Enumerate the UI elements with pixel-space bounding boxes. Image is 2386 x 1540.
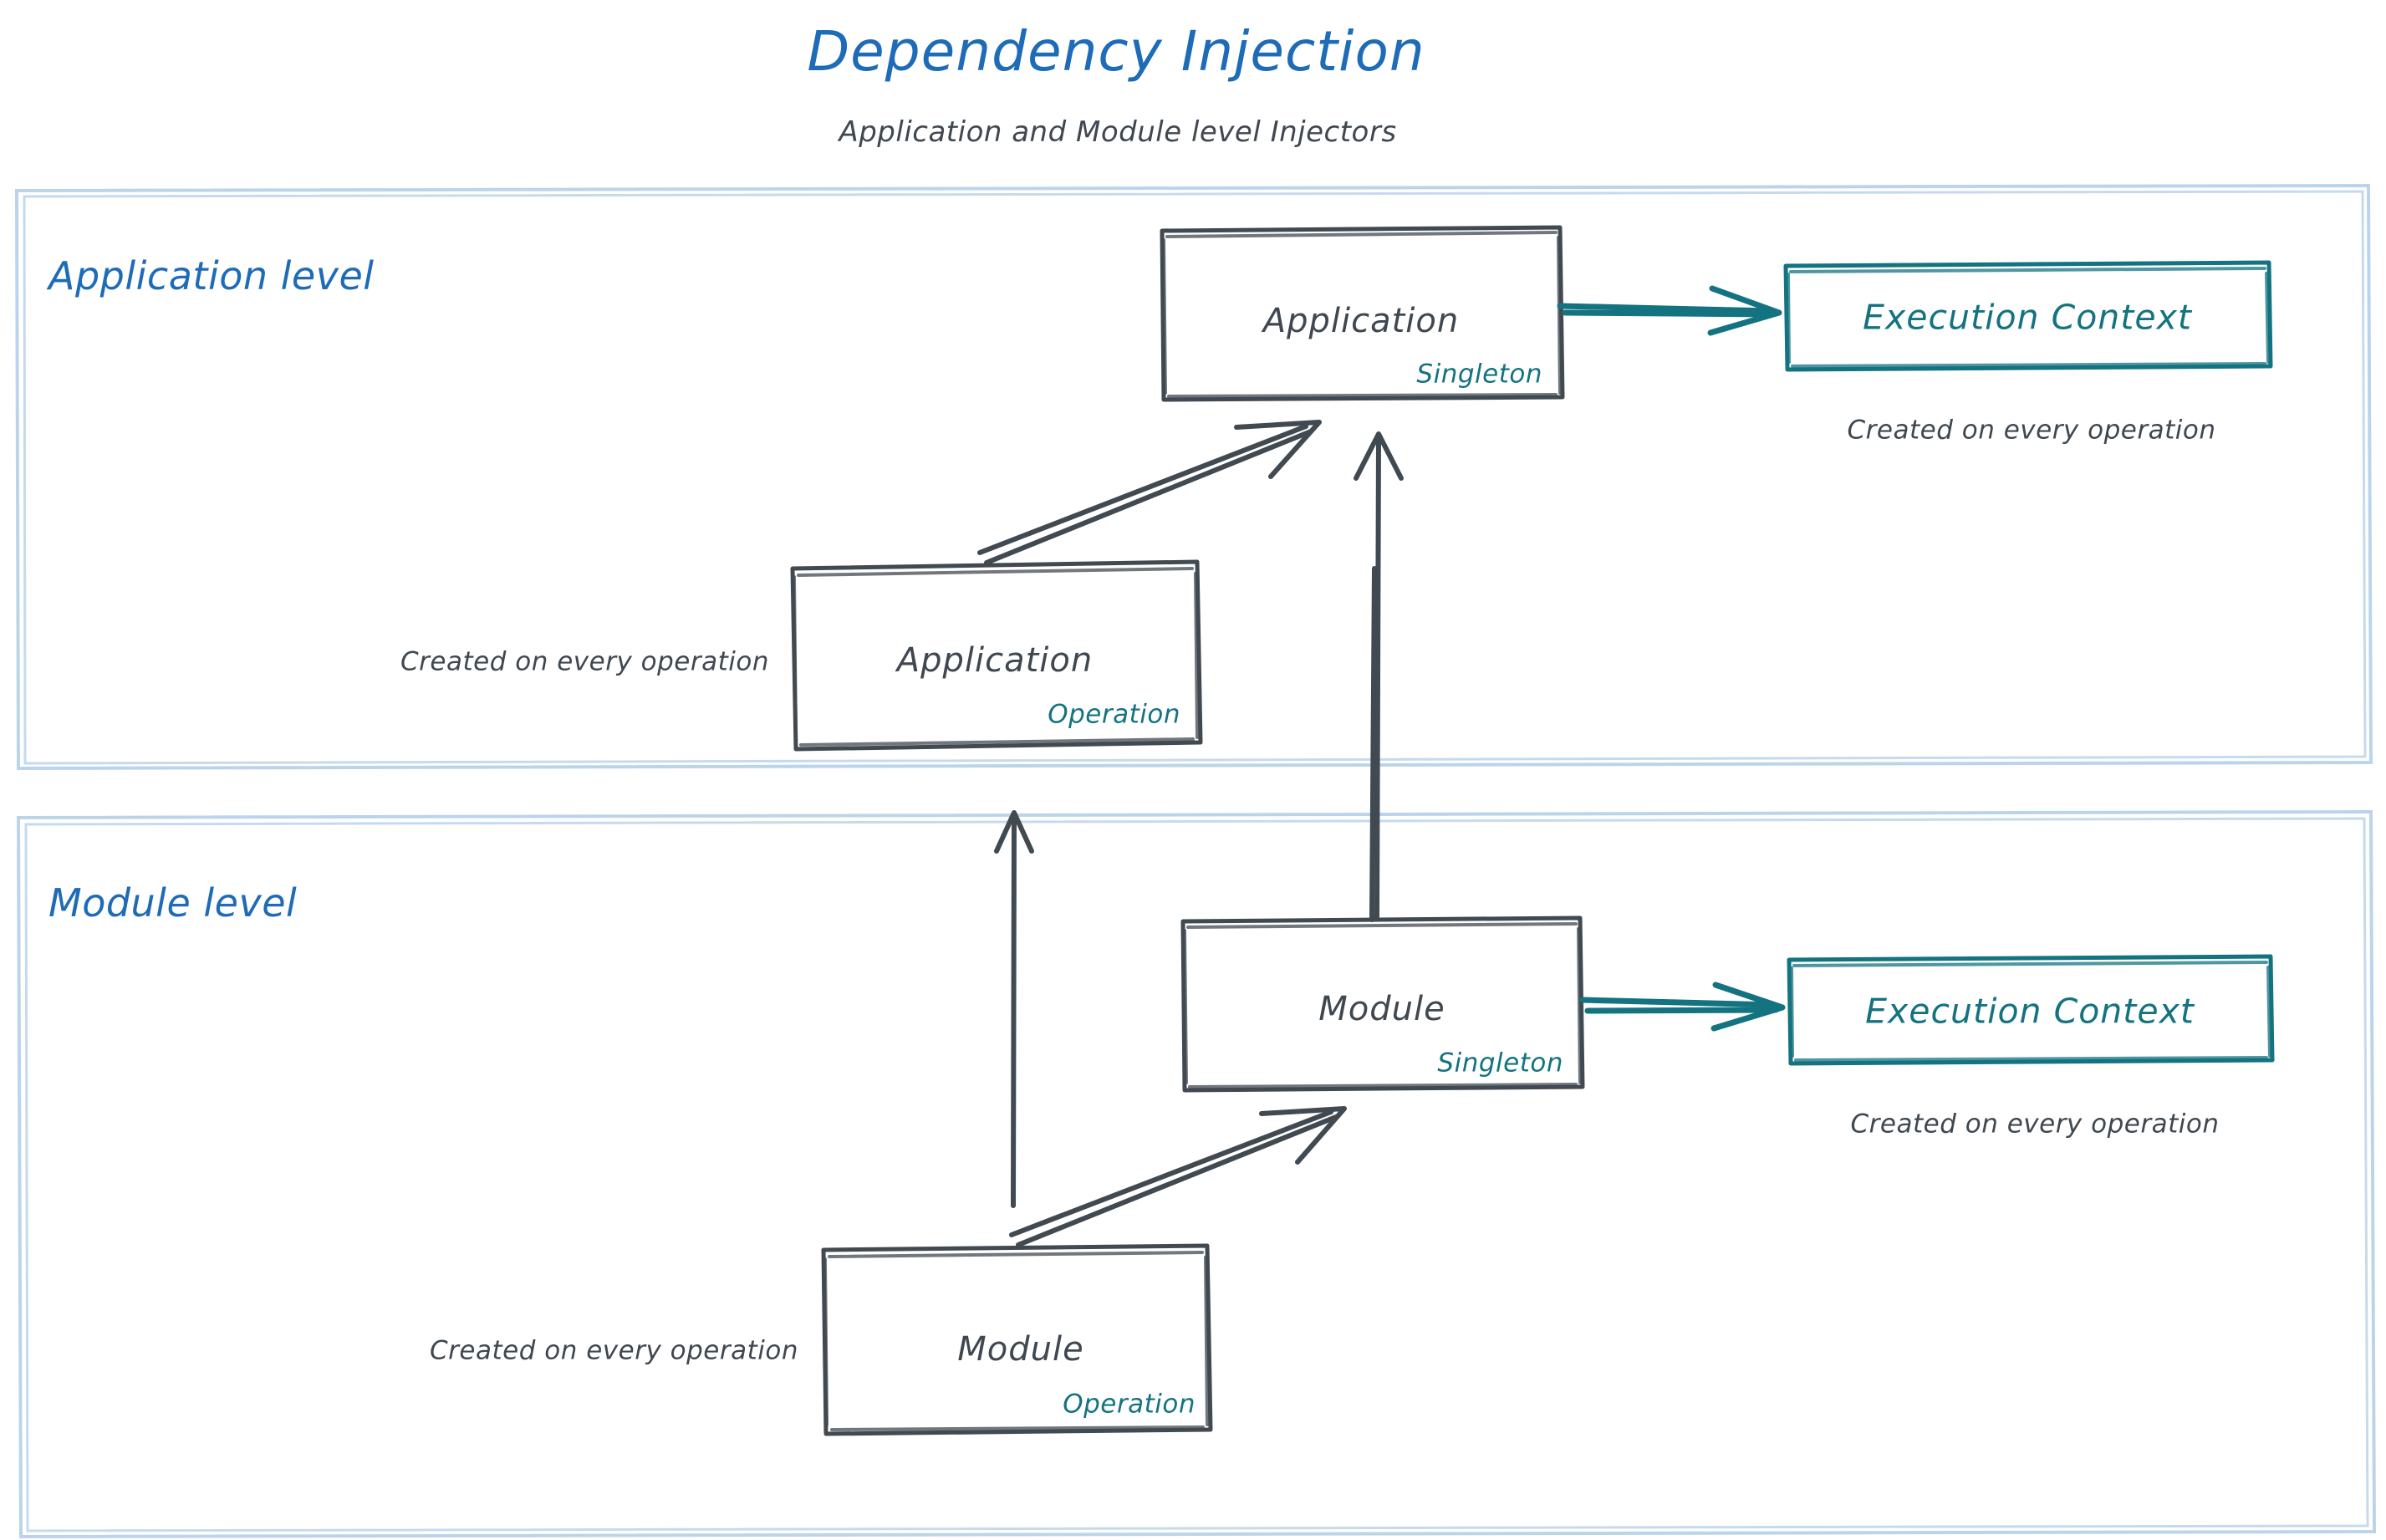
node-box-module-execution-context[interactable] [1787,954,2275,1066]
arrow-module-singleton-to-module-context [1579,982,1786,1032]
arrow-module-singleton-to-app-singleton [1354,431,1404,922]
node-title-application-operation: Application [896,641,1094,680]
page-subtitle: Application and Module level Injectors [839,115,1397,149]
panel-frame-application-level [14,183,2373,771]
node-box-application-operation[interactable] [790,559,1203,752]
panel-frame-module-level [16,809,2377,1539]
note-application-execution-context: Created on every operation [1847,415,2216,446]
node-scope-application-operation: Operation [1048,699,1180,730]
node-title-application-singleton: Application [1262,302,1460,340]
note-module-operation: Created on every operation [430,1335,798,1366]
arrow-module-operation-to-app-operation [994,810,1034,1208]
node-title-application-execution-context: Execution Context [1863,297,2192,338]
node-title-module-execution-context: Execution Context [1865,991,2195,1032]
arrow-app-singleton-to-app-context [1557,285,1782,336]
node-scope-application-singleton: Singleton [1416,359,1542,390]
arrow-module-operation-to-module-singleton [1009,1106,1347,1247]
node-title-module-operation: Module [957,1330,1084,1369]
note-application-operation: Created on every operation [400,646,769,677]
panel-label-module-level: Module level [48,880,298,926]
node-box-application-execution-context[interactable] [1783,260,2273,372]
panel-label-application-level: Application level [48,253,375,298]
node-box-module-singleton[interactable] [1180,915,1585,1093]
node-box-application-singleton[interactable] [1160,225,1565,402]
page-title: Dependency Injection [807,19,1425,84]
node-scope-module-singleton: Singleton [1437,1048,1563,1079]
arrow-app-operation-to-app-singleton [977,420,1322,565]
note-module-execution-context: Created on every operation [1850,1109,2220,1140]
node-scope-module-operation: Operation [1063,1389,1196,1420]
node-title-module-singleton: Module [1318,990,1445,1028]
node-box-module-operation[interactable] [821,1243,1213,1436]
